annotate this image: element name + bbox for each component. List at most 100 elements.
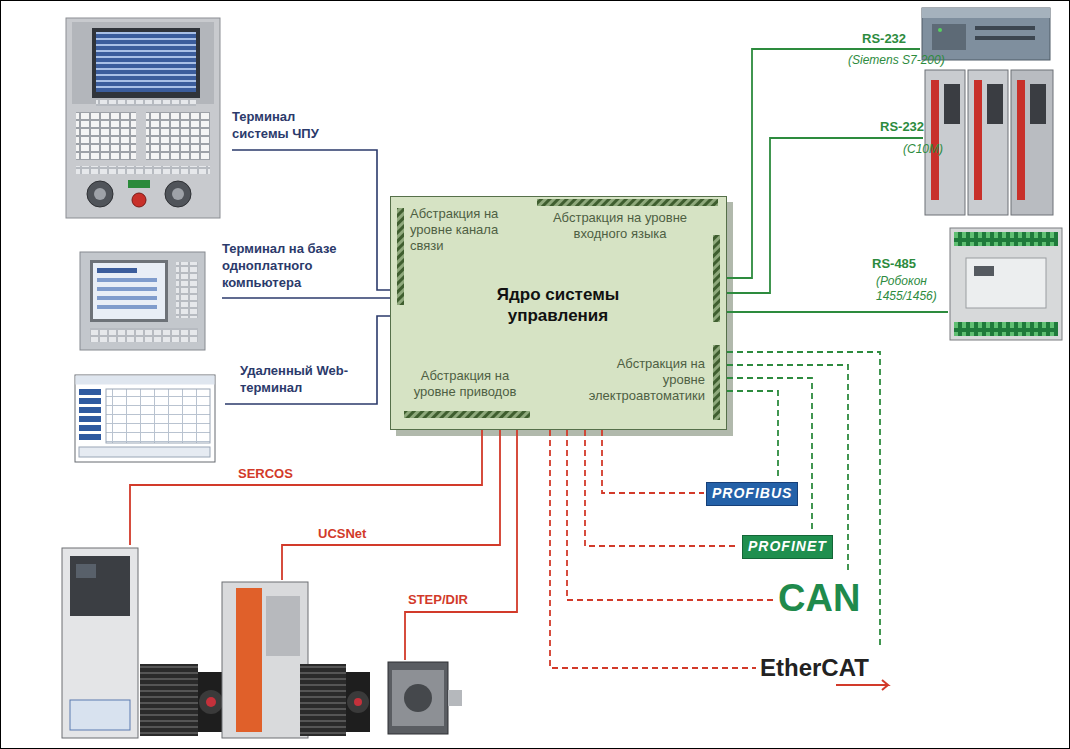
servo-drive-picture — [222, 582, 308, 738]
panel-terminal-picture — [93, 263, 165, 319]
fieldbus-link-red — [567, 430, 774, 600]
hatch-bar — [397, 208, 404, 305]
cnc-terminal-picture — [72, 22, 214, 104]
stepper-motor-picture — [388, 662, 448, 734]
cnc-terminal-picture — [172, 188, 184, 200]
web-terminal-picture — [79, 425, 101, 431]
controller-picture — [931, 80, 939, 200]
fieldbus-link-green — [727, 391, 778, 476]
terminal-link — [222, 150, 390, 404]
interface-label: RS-485 — [872, 256, 916, 272]
io-module-picture — [950, 228, 1062, 340]
fieldbus-link-green — [727, 365, 848, 574]
controller-picture — [944, 84, 960, 124]
panel-terminal-picture — [90, 328, 198, 342]
abstraction-text: Абстракция на уровне приводов — [406, 368, 524, 400]
logo-swoosh — [836, 680, 888, 690]
cnc-terminal-picture — [96, 32, 196, 92]
web-terminal-picture — [79, 434, 101, 440]
web-terminal-picture — [75, 375, 215, 462]
servo-drive-picture — [300, 664, 346, 736]
web-terminal-picture — [79, 398, 101, 404]
controller-picture — [968, 70, 1008, 215]
plc-picture — [975, 36, 1035, 40]
core-title: Ядро системы управления — [468, 284, 648, 326]
servo-drive-picture — [266, 596, 300, 656]
stepper-motor-picture — [392, 670, 444, 726]
servo-drive-picture — [346, 672, 370, 732]
stepper-motor-picture — [448, 690, 462, 706]
abstraction-text: Абстракция на уровне электроавтоматики — [578, 356, 705, 404]
io-module-picture — [954, 232, 1058, 246]
servo-drive-picture — [140, 664, 198, 736]
servo-drive-picture — [206, 697, 216, 707]
interface-label: RS-232 — [880, 119, 924, 135]
hatch-bar — [404, 411, 530, 418]
servo-drive-picture — [70, 556, 130, 616]
fieldbus-logo: PROFINET — [742, 535, 833, 559]
abstraction-text: Абстракция на уровне канала связи — [410, 206, 520, 254]
controller-picture — [1011, 70, 1053, 215]
servo-drive-picture — [236, 588, 262, 732]
terminal-link — [222, 297, 390, 299]
plc-picture — [975, 26, 1035, 30]
cnc-terminal-picture — [87, 181, 113, 207]
cnc-terminal-picture — [146, 112, 210, 160]
web-terminal-picture — [76, 376, 215, 385]
web-terminal-picture — [75, 375, 215, 462]
serial-link — [727, 138, 923, 293]
serial-link — [727, 49, 948, 312]
io-module-picture — [966, 258, 1046, 308]
fieldbus-link-red — [602, 430, 704, 493]
web-terminal-picture — [79, 416, 101, 422]
servo-drive-picture — [62, 548, 224, 738]
panel-terminal-picture — [97, 296, 157, 300]
servo-drive-picture — [354, 698, 362, 706]
servo-drive-picture — [199, 690, 223, 714]
web-terminal-picture — [106, 389, 210, 443]
panel-terminal-picture — [90, 260, 168, 322]
fieldbus-link-red — [550, 430, 774, 668]
cnc-terminal-picture — [66, 18, 220, 218]
plc-picture — [922, 8, 1050, 18]
cnc-terminal-picture — [92, 28, 200, 98]
servo-drive-picture — [70, 700, 130, 730]
web-terminal-picture — [79, 407, 101, 413]
web-terminal-picture — [79, 447, 210, 457]
abstraction-text: Абстракция на уровне входного языка — [535, 210, 705, 242]
panel-terminal-picture — [176, 262, 198, 318]
interface-label: STEP/DIR — [408, 592, 468, 608]
plc-picture — [922, 8, 1050, 60]
terminal-label: Терминал на базе одноплатного компьютера — [222, 240, 352, 291]
plc-picture — [938, 28, 942, 32]
hatch-bar — [537, 199, 718, 206]
core-box-shape — [391, 197, 734, 437]
plc-picture — [922, 8, 1050, 60]
cnc-terminal-picture — [94, 188, 106, 200]
cnc-terminal-picture — [165, 181, 191, 207]
servo-drive-picture — [198, 672, 224, 732]
serial-link — [727, 311, 948, 313]
cnc-terminal-picture — [76, 112, 136, 160]
device-label: (Siemens S7-200) — [848, 53, 945, 68]
cnc-terminal-picture — [132, 193, 146, 207]
servo-drive-picture — [222, 582, 370, 738]
core-box-shape — [391, 197, 727, 430]
terminal-label: Удаленный Web-терминал — [240, 362, 350, 396]
servo-drive-picture — [76, 564, 96, 578]
servo-drive-picture — [62, 548, 138, 738]
plc-picture — [932, 24, 966, 50]
device-label: (C10M) — [903, 142, 943, 157]
stepper-motor-picture — [388, 662, 462, 734]
cnc-terminal-picture — [76, 166, 210, 174]
panel-terminal-picture — [97, 305, 157, 309]
controller-picture — [987, 84, 1003, 124]
controller-picture — [1030, 84, 1046, 124]
fieldbus-link-red — [550, 430, 756, 668]
fieldbus-link-green — [727, 378, 812, 529]
core-box: Абстракция на уровне канала связиАбстрак… — [390, 196, 727, 430]
drive-link — [282, 430, 500, 580]
interface-label: SERCOS — [238, 466, 293, 482]
